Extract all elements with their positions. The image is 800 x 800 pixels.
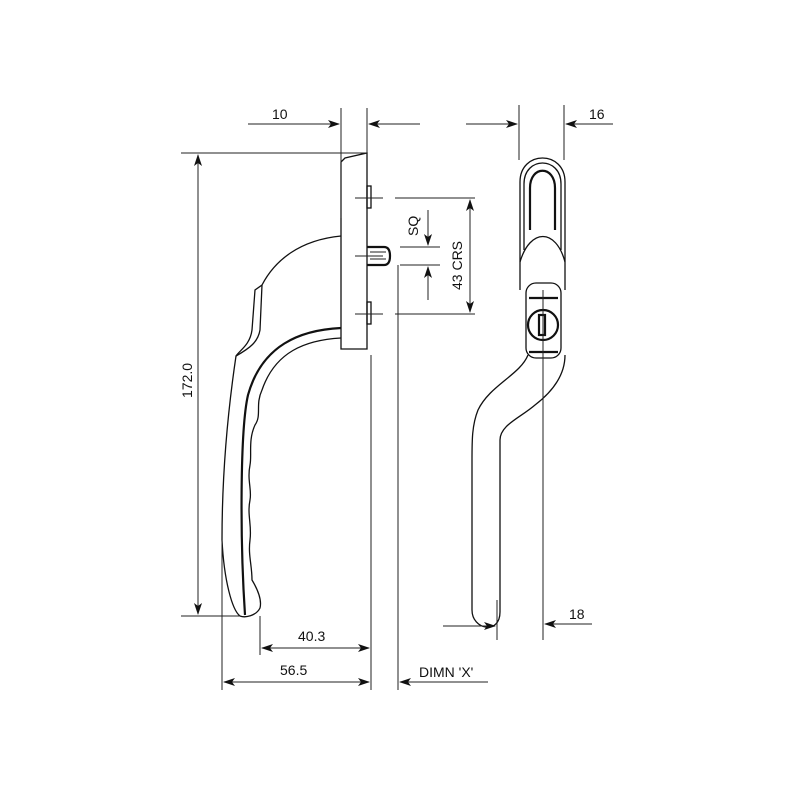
backplate bbox=[340, 152, 368, 350]
screw-top bbox=[366, 185, 372, 209]
lever-facet bbox=[235, 284, 263, 357]
key-slot bbox=[537, 313, 547, 337]
screw-bottom bbox=[366, 301, 372, 325]
front-view: 16 18 bbox=[443, 105, 613, 640]
finger-grip bbox=[239, 337, 342, 618]
dim-fixing-centres: 43 CRS bbox=[449, 241, 465, 290]
handle-head bbox=[519, 157, 566, 290]
grip-edge bbox=[240, 326, 342, 616]
head-slot bbox=[528, 169, 557, 230]
dim-spindle-length: DIMN 'X' bbox=[419, 664, 473, 680]
dim-width-bottom: 18 bbox=[569, 606, 585, 622]
dim-spindle-sq: SQ bbox=[405, 216, 421, 236]
spindle bbox=[367, 245, 392, 267]
lever-outer bbox=[221, 235, 342, 617]
dim-grip-outer: 56.5 bbox=[280, 662, 307, 678]
dim-plate-thickness: 10 bbox=[272, 106, 288, 122]
dim-width-top: 16 bbox=[589, 106, 605, 122]
dim-overall-height: 172.0 bbox=[179, 363, 195, 398]
handle-shank bbox=[471, 354, 566, 628]
dim-grip-inner: 40.3 bbox=[298, 628, 325, 644]
side-view: 10 172.0 SQ 43 CRS 40.3 56.5 DIMN 'X' bbox=[179, 106, 488, 690]
